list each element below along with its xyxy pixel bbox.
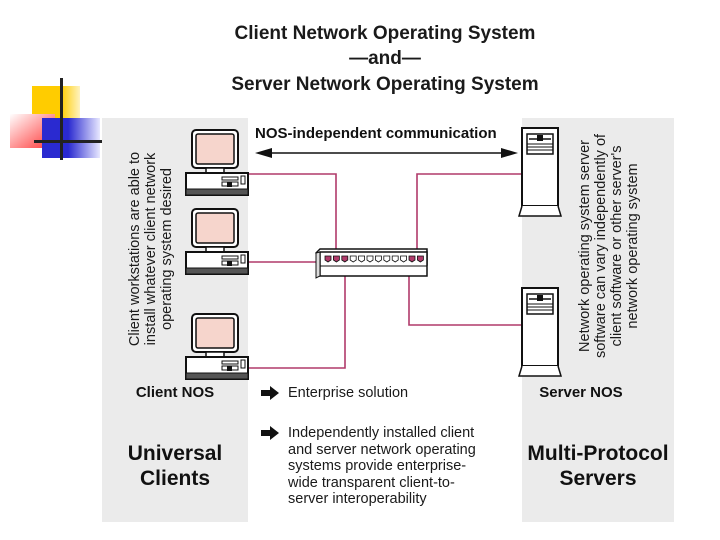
hub-port — [375, 255, 382, 263]
cables — [247, 173, 522, 369]
hub-port — [408, 255, 416, 263]
client-workstation-3 — [185, 313, 249, 380]
hub-port — [333, 255, 340, 263]
bullet-line: Independently installed client — [288, 425, 475, 441]
server-panel-heading: Multi-Protocol Servers — [522, 441, 674, 491]
hub-port — [383, 255, 391, 263]
arrow-right-icon — [261, 386, 279, 400]
heading-line: Clients — [139, 467, 210, 490]
bullet-line: wide transparent client-to- — [288, 474, 455, 491]
title-line-1: Client Network Operating System — [234, 23, 536, 44]
hub-port — [358, 255, 365, 263]
client-workstation-2 — [185, 208, 249, 275]
server-2 — [518, 287, 562, 377]
logo-blue-square — [42, 118, 100, 158]
network-hub — [315, 248, 428, 279]
server-nos-label: Server NOS — [539, 384, 623, 401]
cable-client-3 — [247, 263, 346, 369]
heading-line: Servers — [559, 467, 637, 490]
communication-arrow — [255, 148, 518, 158]
hub-port — [391, 255, 399, 263]
arrow-right-icon — [261, 426, 279, 440]
bullet-line: systems provide enterprise- — [288, 458, 467, 474]
hub-port — [366, 255, 374, 263]
cable-server-2 — [408, 263, 522, 326]
logo-vertical-line — [60, 78, 63, 160]
title-line-3: Server Network Operating System — [231, 74, 539, 95]
server-1 — [518, 127, 562, 217]
hub-port — [400, 255, 407, 263]
logo-horizontal-line — [34, 140, 102, 143]
bullet-line: and server network operating — [288, 441, 476, 458]
bullet-line: server interoperability — [288, 491, 427, 507]
bullet-interoperability: Independently installed client and serve… — [288, 425, 476, 508]
heading-line: Universal — [127, 442, 223, 465]
client-nos-label: Client NOS — [135, 384, 215, 401]
cable-client-1 — [247, 173, 337, 262]
client-workstation-1 — [185, 129, 249, 196]
hub-port — [324, 255, 332, 263]
arrowhead-left — [255, 148, 272, 158]
hub-port — [417, 255, 424, 263]
client-panel-heading: Universal Clients — [102, 441, 248, 491]
cable-server-1 — [416, 173, 522, 262]
hub-port — [341, 255, 349, 263]
bullet-enterprise-solution: Enterprise solution — [288, 385, 408, 402]
communication-label: NOS-independent communication — [255, 125, 497, 142]
heading-line: Multi-Protocol — [527, 442, 669, 465]
bullet-line: Enterprise solution — [288, 385, 409, 401]
hub-port — [349, 255, 357, 263]
arrowhead-right — [501, 148, 518, 158]
title-line-2: —and— — [349, 48, 421, 69]
